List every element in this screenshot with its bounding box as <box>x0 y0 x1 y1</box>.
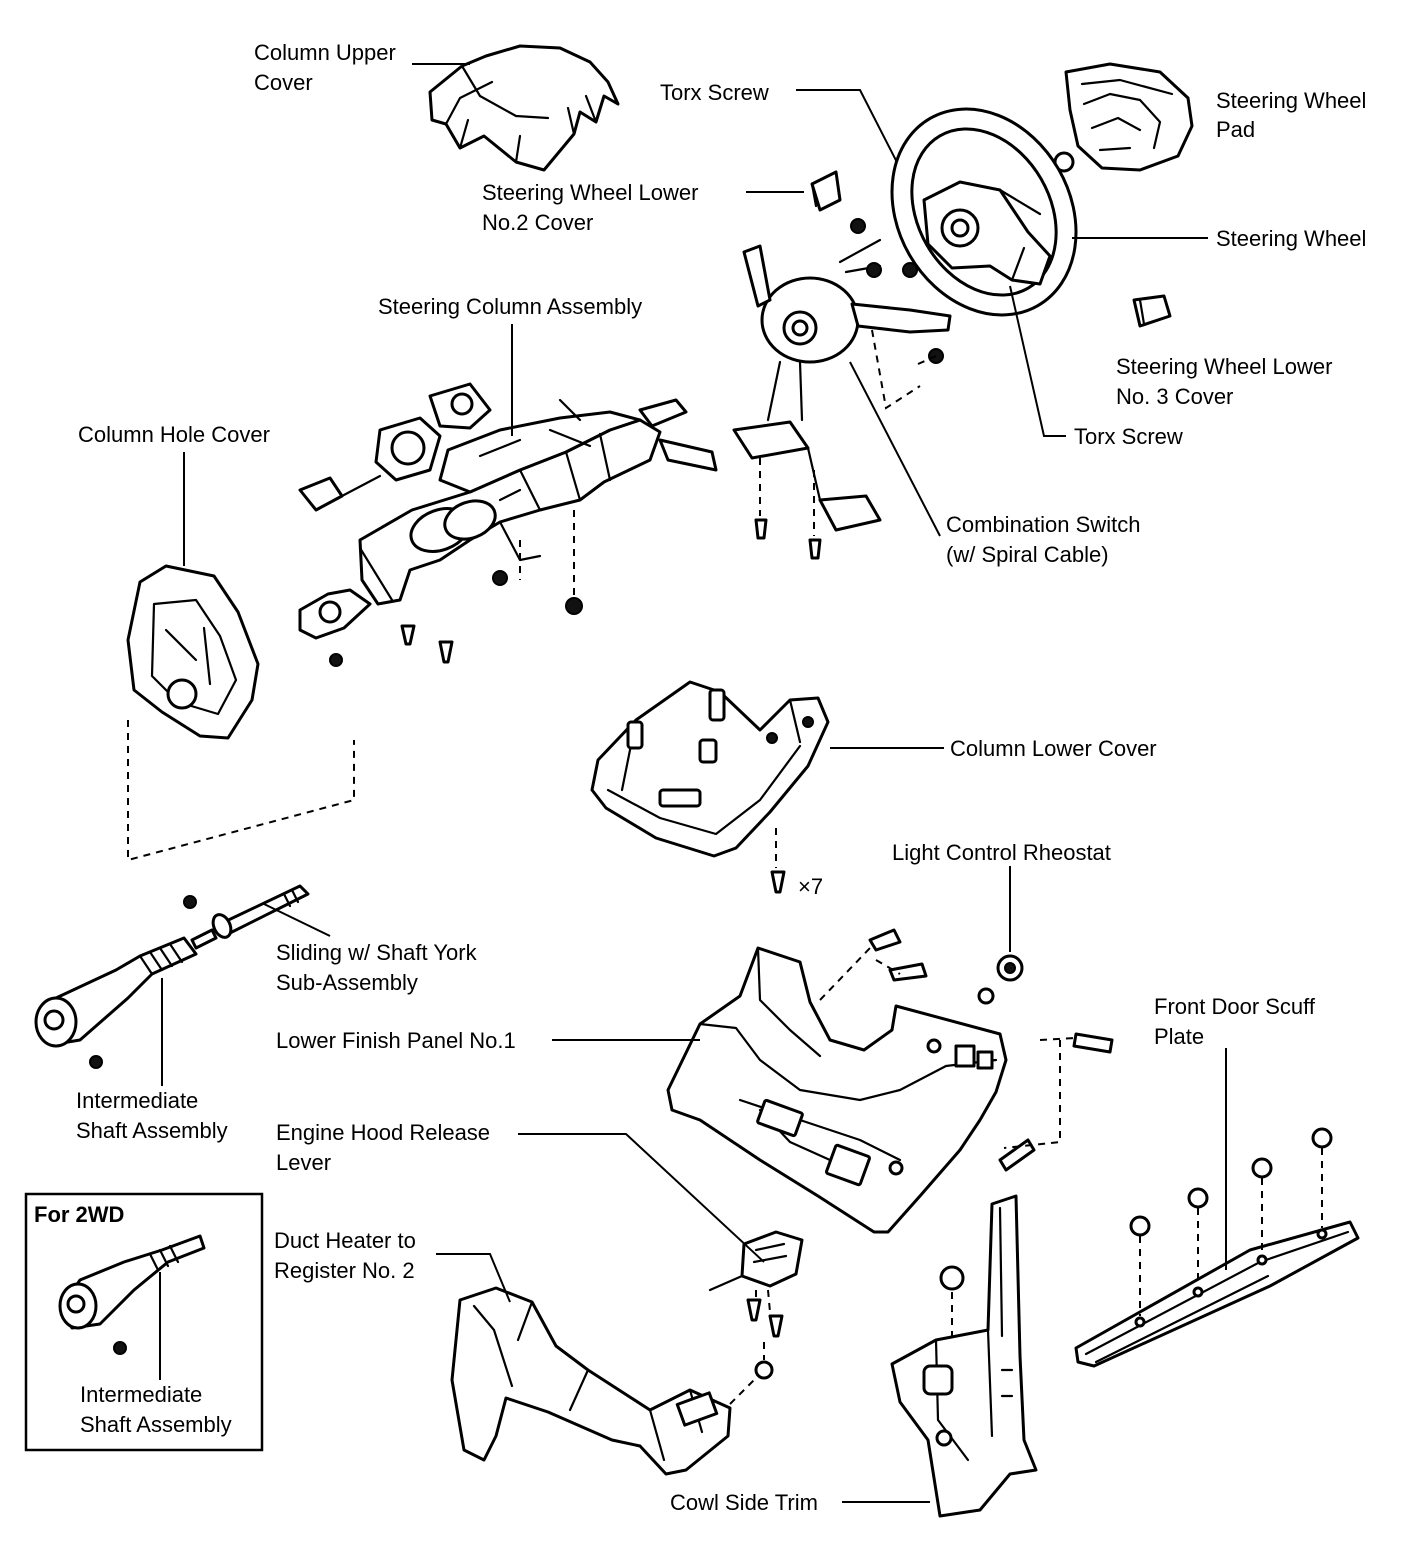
column-upper-cover-part <box>428 44 620 172</box>
svg-text:Cover: Cover <box>254 70 313 95</box>
lower-finish-panel-fasteners <box>819 928 1114 1172</box>
steering-wheel-label: Steering Wheel <box>1216 226 1366 251</box>
column-hole-cover-label: Column Hole Cover <box>78 422 270 447</box>
torx-screw-bottom-leader <box>1009 285 1066 437</box>
duct-heater-part <box>450 1286 732 1476</box>
svg-text:Intermediate: Intermediate <box>76 1088 198 1113</box>
light-control-rheostat-label: Light Control Rheostat <box>892 840 1111 865</box>
svg-text:Lever: Lever <box>276 1150 331 1175</box>
duct-heater-leader <box>436 1253 511 1303</box>
intermediate-shaft-2wd-part <box>58 1234 206 1355</box>
svg-text:Intermediate: Intermediate <box>80 1382 202 1407</box>
lower-finish-panel-label: Lower Finish Panel No.1 <box>276 1028 516 1053</box>
steering-wheel-lower-no2-cover-part <box>810 170 842 212</box>
cowl-side-trim-label: Cowl Side Trim <box>670 1490 818 1515</box>
intermediate-shaft-label: Intermediate Shaft Assembly <box>76 1088 228 1143</box>
steering-column-assembly-part <box>298 382 718 640</box>
svg-text:Torx Screw: Torx Screw <box>660 80 769 105</box>
svg-text:Lower Finish Panel No.1: Lower Finish Panel No.1 <box>276 1028 516 1053</box>
svg-text:Steering Wheel Lower: Steering Wheel Lower <box>1116 354 1332 379</box>
svg-text:(w/ Spiral Cable): (w/ Spiral Cable) <box>946 542 1109 567</box>
svg-text:Steering Wheel: Steering Wheel <box>1216 88 1366 113</box>
intermediate-shaft-part <box>34 928 218 1069</box>
svg-text:Front Door Scuff: Front Door Scuff <box>1154 994 1316 1019</box>
for-2wd-inset-box <box>24 1192 264 1452</box>
cowl-side-trim-part <box>890 1194 1038 1518</box>
intermediate-shaft-2wd-label: Intermediate Shaft Assembly <box>80 1382 232 1437</box>
svg-text:Sub-Assembly: Sub-Assembly <box>276 970 418 995</box>
lower-finish-panel-part <box>666 946 1008 1234</box>
column-hole-cover-part <box>126 564 260 740</box>
steering-wheel-lower-no3-cover-part <box>1132 294 1172 328</box>
column-lower-cover-part <box>590 680 830 894</box>
svg-text:Steering Wheel Lower: Steering Wheel Lower <box>482 180 698 205</box>
engine-hood-release-lever-leader <box>518 1133 765 1263</box>
svg-text:Column Lower Cover: Column Lower Cover <box>950 736 1157 761</box>
svg-text:Column Upper: Column Upper <box>254 40 396 65</box>
steering-column-assembly-label: Steering Column Assembly <box>378 294 642 319</box>
svg-text:Torx Screw: Torx Screw <box>1074 424 1183 449</box>
svg-text:Cowl Side Trim: Cowl Side Trim <box>670 1490 818 1515</box>
front-door-scuff-plate-part <box>1074 1220 1360 1368</box>
engine-hood-release-lever-part <box>708 1230 804 1380</box>
duct-heater-dashed-guide <box>729 1377 757 1405</box>
svg-text:Shaft Assembly: Shaft Assembly <box>76 1118 228 1143</box>
sliding-shaft-york-leader <box>263 903 331 937</box>
steering-wheel-lower-no2-cover-label: Steering Wheel Lower No.2 Cover <box>482 180 698 235</box>
svg-text:Sliding w/ Shaft York: Sliding w/ Shaft York <box>276 940 478 965</box>
svg-text:No. 3 Cover: No. 3 Cover <box>1116 384 1233 409</box>
torx-screw-top-leader <box>796 89 907 181</box>
column-lower-cover-label: Column Lower Cover <box>950 736 1157 761</box>
svg-text:Shaft Assembly: Shaft Assembly <box>80 1412 232 1437</box>
engine-hood-release-lever-label: Engine Hood Release Lever <box>276 1120 490 1175</box>
combination-switch-part <box>732 218 952 560</box>
torx-screw-top-label: Torx Screw <box>660 80 769 105</box>
steering-column-fasteners <box>329 570 583 667</box>
svg-text:Column Hole Cover: Column Hole Cover <box>78 422 270 447</box>
svg-text:Duct Heater to: Duct Heater to <box>274 1228 416 1253</box>
svg-text:Engine Hood Release: Engine Hood Release <box>276 1120 490 1145</box>
sliding-shaft-york-label: Sliding w/ Shaft York Sub-Assembly <box>276 940 478 995</box>
steering-wheel-pad-part <box>1053 62 1194 173</box>
svg-text:Plate: Plate <box>1154 1024 1204 1049</box>
light-control-rheostat-part <box>977 954 1024 1005</box>
front-door-scuff-plate-label: Front Door Scuff Plate <box>1154 994 1316 1049</box>
svg-text:Light Control Rheostat: Light Control Rheostat <box>892 840 1111 865</box>
column-hole-cover-dashed-guide <box>127 720 355 862</box>
torx-screw-bottom-label: Torx Screw <box>1074 424 1183 449</box>
steering-wheel-part <box>890 107 1078 317</box>
scuff-plate-clips <box>1129 1127 1333 1316</box>
steering-wheel-lower-no3-cover-label: Steering Wheel Lower No. 3 Cover <box>1116 354 1332 409</box>
column-upper-cover-label: Column Upper Cover <box>254 40 396 95</box>
screw-count-label: ×7 <box>798 874 823 899</box>
combination-switch-label: Combination Switch (w/ Spiral Cable) <box>946 512 1140 567</box>
steering-wheel-pad-label: Steering Wheel Pad <box>1216 88 1366 142</box>
duct-heater-label: Duct Heater to Register No. 2 <box>274 1228 416 1283</box>
sliding-shaft-york-part <box>183 884 310 939</box>
for-2wd-label: For 2WD <box>34 1202 124 1227</box>
svg-text:Steering Wheel: Steering Wheel <box>1216 226 1366 251</box>
combination-switch-leader <box>849 361 941 537</box>
svg-text:Combination Switch: Combination Switch <box>946 512 1140 537</box>
svg-text:×7: ×7 <box>798 874 823 899</box>
svg-text:Steering Column Assembly: Steering Column Assembly <box>378 294 642 319</box>
svg-text:Pad: Pad <box>1216 117 1255 142</box>
svg-text:Register No. 2: Register No. 2 <box>274 1258 415 1283</box>
svg-text:No.2 Cover: No.2 Cover <box>482 210 593 235</box>
svg-text:For 2WD: For 2WD <box>34 1202 124 1227</box>
